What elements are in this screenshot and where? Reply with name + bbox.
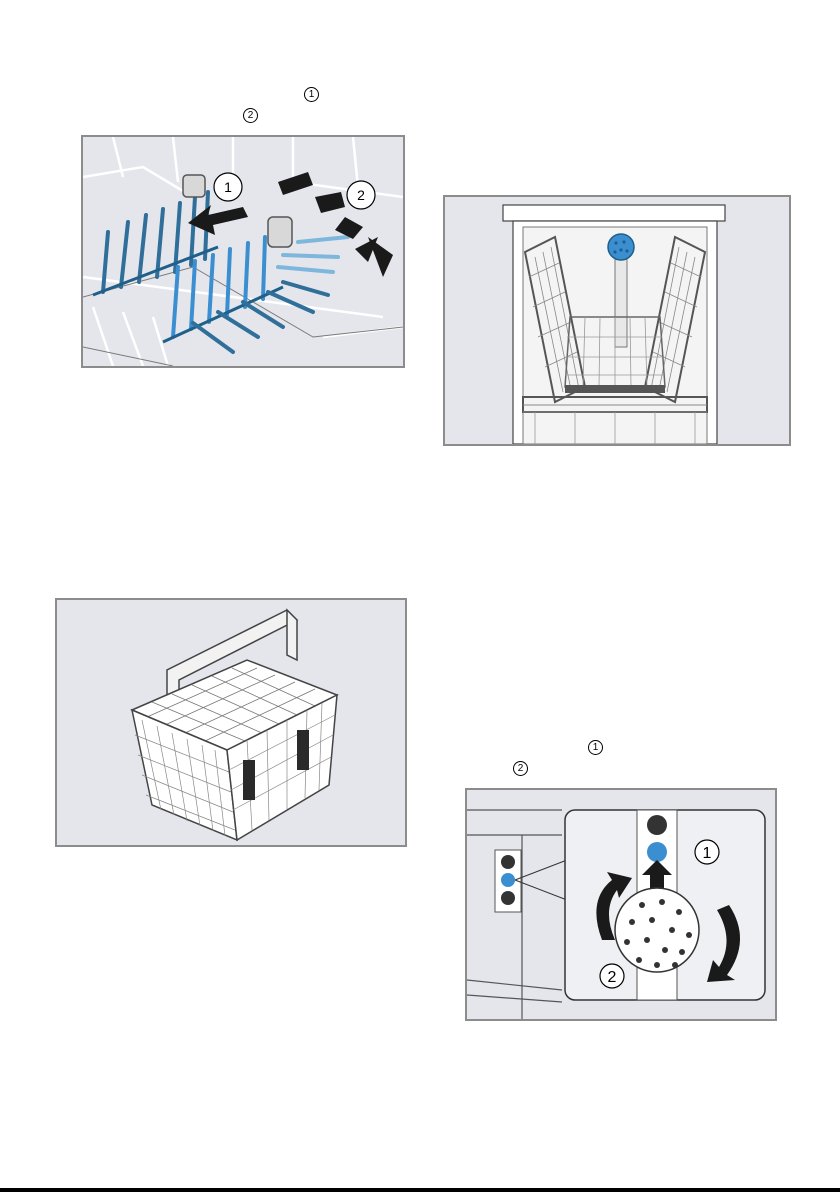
page-bottom-rule	[0, 1188, 840, 1192]
rack-tines-figure: 1 2	[81, 135, 405, 368]
spray-head-illustration: 1 2	[467, 790, 775, 1019]
rack-callout-1: 1	[224, 179, 232, 195]
basket-clip-left	[243, 760, 255, 800]
rack-callout-2: 2	[357, 187, 365, 203]
filter-step-callout-2: 2	[513, 761, 528, 776]
basket-clip-right	[297, 730, 309, 770]
dishwasher-interior-illustration	[445, 197, 789, 444]
spray-head-icon	[608, 234, 634, 260]
spray-head-figure: 1 2	[465, 788, 777, 1021]
step-callout-1: 1	[304, 87, 319, 102]
filter-callout-1: 1	[703, 845, 712, 862]
rack-tines-illustration: 1 2	[83, 137, 403, 366]
cutlery-basket-figure	[55, 598, 407, 847]
dishwasher-interior-figure	[443, 195, 791, 446]
filter-step-callout-1: 1	[588, 740, 603, 755]
step-callout-2: 2	[243, 108, 258, 123]
spray-head-disc-icon	[615, 888, 699, 972]
cutlery-basket-illustration	[57, 600, 405, 845]
filter-callout-2: 2	[608, 969, 617, 986]
